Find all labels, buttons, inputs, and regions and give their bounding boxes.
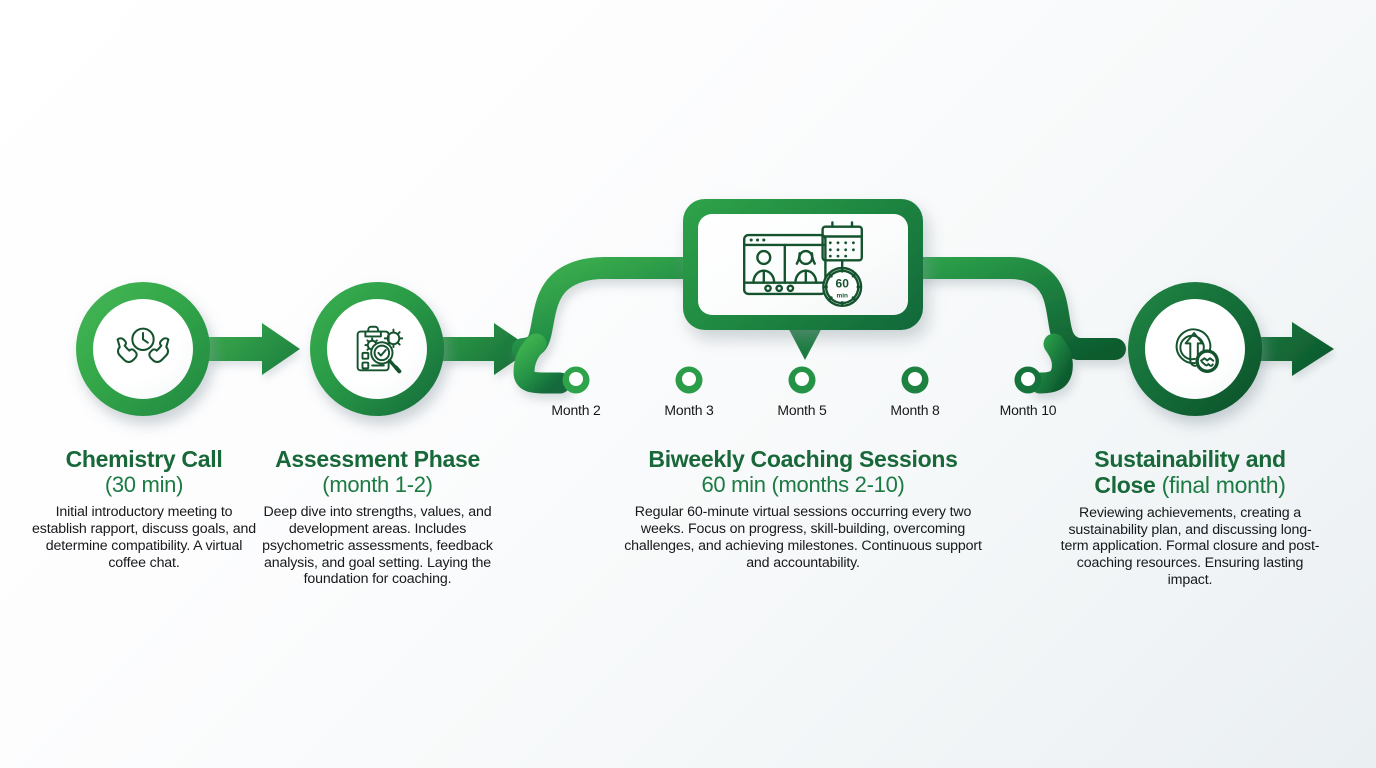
milestone-label-month-3: Month 3 xyxy=(664,402,714,418)
milestone-dot-4 xyxy=(901,366,929,394)
step-text-biweekly-coaching: Biweekly Coaching Sessions 60 min (month… xyxy=(620,446,986,571)
arrow-chemistry-to-assessment xyxy=(208,323,300,375)
milestone-dot-2 xyxy=(675,366,703,394)
milestone-label-month-2: Month 2 xyxy=(551,402,601,418)
arrow-final-outcome xyxy=(1248,322,1334,376)
step-title-line2: Close xyxy=(1094,471,1156,498)
renewal-handshake-icon xyxy=(1145,299,1245,399)
clipboard-gears-magnifier-icon xyxy=(327,299,427,399)
milestone-label-month-8: Month 8 xyxy=(890,402,940,418)
coaching-session-card-face: 60 min xyxy=(698,214,908,315)
milestone-label-month-10: Month 10 xyxy=(999,402,1057,418)
step-subtitle-chemistry-call: (30 min) xyxy=(104,471,184,497)
step-subtitle-sustainability-close: (final month) xyxy=(1161,471,1286,498)
phone-clock-icon xyxy=(93,299,193,399)
milestone-dot-1 xyxy=(562,366,590,394)
step-subtitle-biweekly-coaching: 60 min (months 2-10) xyxy=(701,471,905,497)
step-title-chemistry-call: Chemistry Call xyxy=(65,446,223,472)
video-call-calendar-icon: 60 min xyxy=(728,219,878,311)
node-chemistry-call[interactable] xyxy=(76,282,210,416)
arrow-assessment-to-coaching xyxy=(440,323,532,375)
milestone-dot-3 xyxy=(788,366,816,394)
node-assessment-phase[interactable] xyxy=(310,282,444,416)
step-description-sustainability-close: Reviewing achievements, creating a susta… xyxy=(1060,504,1320,588)
card-pointer xyxy=(784,320,826,360)
milestone-dot-5 xyxy=(1014,366,1042,394)
step-description-assessment-phase: Deep dive into strengths, values, and de… xyxy=(262,504,493,588)
step-description-biweekly-coaching: Regular 60-minute virtual sessions occur… xyxy=(624,504,982,571)
step-title-biweekly-coaching: Biweekly Coaching Sessions xyxy=(648,446,958,472)
step-description-chemistry-call: Initial introductory meeting to establis… xyxy=(32,504,256,571)
milestone-dots xyxy=(562,366,1042,394)
step-title-line1: Sustainability and xyxy=(1094,446,1286,472)
step-text-sustainability-close: Sustainability and Close (final month) R… xyxy=(1060,446,1320,589)
badge-minutes-unit: min xyxy=(836,292,847,299)
coaching-session-card[interactable]: 60 min xyxy=(683,199,923,330)
step-title-sustainability-close: Sustainability and Close (final month) xyxy=(1060,446,1320,498)
node-sustainability-close[interactable] xyxy=(1128,282,1262,416)
node-sustainability-close-face xyxy=(1145,299,1245,399)
step-text-assessment-phase: Assessment Phase (month 1-2) Deep dive i… xyxy=(260,446,495,588)
step-title-assessment-phase: Assessment Phase xyxy=(275,446,480,472)
step-subtitle-assessment-phase: (month 1-2) xyxy=(322,471,433,497)
step-text-chemistry-call: Chemistry Call (30 min) Initial introduc… xyxy=(30,446,258,571)
milestone-label-month-5: Month 5 xyxy=(777,402,827,418)
badge-minutes-value: 60 xyxy=(836,277,850,291)
